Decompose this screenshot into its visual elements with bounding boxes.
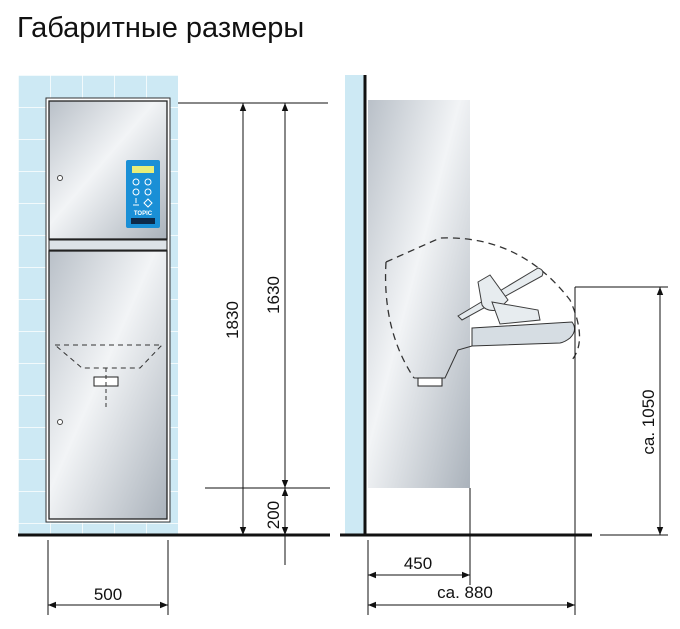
side-panel	[368, 100, 470, 488]
front-dimension-lines	[18, 102, 330, 615]
door-swing-arc	[385, 237, 581, 361]
dim-200: 200	[264, 501, 283, 529]
front-view: TOPIC	[18, 75, 178, 535]
page-title: Габаритные размеры	[17, 12, 305, 44]
dim-ca-880: ca. 880	[437, 583, 493, 602]
dim-1630: 1630	[264, 276, 283, 314]
open-door	[471, 321, 576, 347]
panel-brand-text: TOPIC	[134, 211, 153, 217]
dim-450: 450	[404, 554, 432, 573]
dim-1830: 1830	[223, 301, 242, 339]
meiko-logo	[131, 218, 155, 224]
display	[132, 166, 154, 173]
dim-ca-1050: ca. 1050	[639, 389, 658, 454]
bedpan-holder	[457, 267, 544, 325]
dim-500: 500	[94, 585, 122, 604]
hopper-outline	[53, 344, 164, 369]
wall-section	[345, 75, 365, 535]
side-dimension-lines	[340, 286, 668, 615]
door-lock	[57, 419, 63, 425]
side-view	[345, 75, 581, 535]
door-lock	[57, 175, 63, 181]
control-panel: TOPIC	[126, 160, 160, 228]
